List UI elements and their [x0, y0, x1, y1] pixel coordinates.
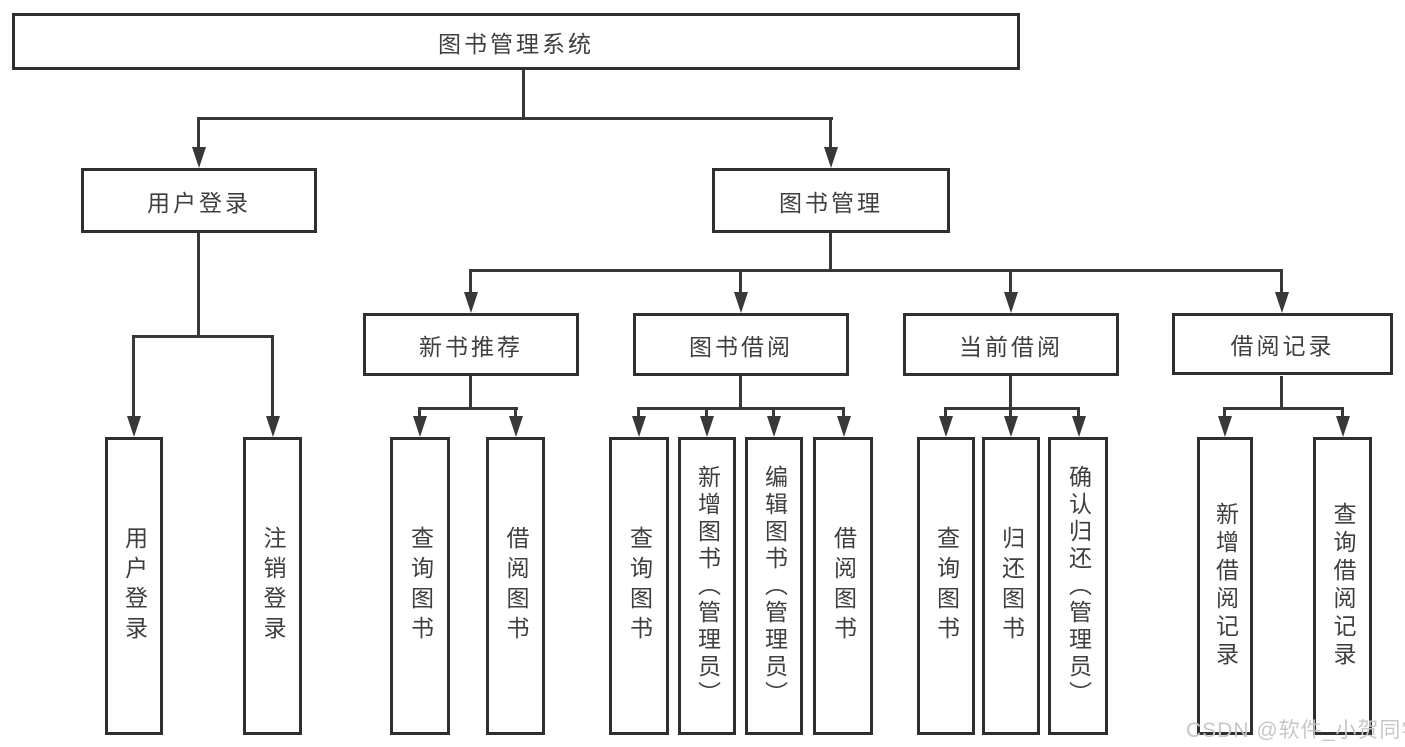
- leaf-borrow-books-borrow: 借阅图书: [813, 437, 873, 735]
- leaf-query-books-current-label: 查询图书: [933, 526, 960, 646]
- connector-leaf-shaft: [637, 407, 640, 419]
- connector-user-login-stem: [197, 233, 200, 337]
- connector-user-splitter: [132, 335, 274, 338]
- arrow-to-leaf-query-books-current: [939, 416, 953, 437]
- arrow-to-leaf-add-borrow-record: [1218, 416, 1232, 437]
- leaf-user-login: 用户登录: [105, 437, 163, 735]
- connector-level1-splitter: [197, 117, 833, 120]
- leaf-add-book-admin: 新增图书（管理员）: [678, 437, 736, 735]
- node-current-borrow: 当前借阅: [903, 313, 1119, 376]
- node-user-login: 用户登录: [81, 168, 317, 233]
- leaf-user-login-label: 用户登录: [121, 526, 148, 646]
- leaf-query-books-current: 查询图书: [917, 437, 975, 735]
- leaf-borrow-books-recommend: 借阅图书: [486, 437, 545, 735]
- arrow-to-leaf-query-books-recommend: [413, 416, 427, 437]
- arrow-to-leaf-add-book-admin: [700, 416, 714, 437]
- connector-leaf-shaft: [1077, 407, 1080, 419]
- connector-borrow-records-stem: [1280, 376, 1283, 410]
- connector-to-book-borrow-shaft: [739, 269, 742, 295]
- leaf-logout-label: 注销登录: [260, 526, 286, 646]
- connector-to-leaf-logout-shaft: [271, 335, 274, 419]
- leaf-query-books-recommend-label: 查询图书: [407, 526, 434, 646]
- leaf-return-book: 归还图书: [982, 437, 1040, 735]
- node-library-system: 图书管理系统: [12, 13, 1020, 70]
- arrow-to-book-borrow: [734, 292, 748, 313]
- connector-leaf-shaft: [1009, 407, 1012, 419]
- leaf-edit-book-admin: 编辑图书（管理员）: [745, 437, 803, 735]
- connector-book-management-stem: [829, 233, 832, 271]
- leaf-add-borrow-record: 新增借阅记录: [1197, 437, 1253, 735]
- arrow-to-leaf-query-books-borrow: [632, 416, 646, 437]
- arrow-to-leaf-user-login: [127, 416, 141, 437]
- arrow-to-recommend: [464, 292, 478, 313]
- connector-recommend-stem: [469, 376, 472, 410]
- arrow-to-borrow-records: [1275, 292, 1289, 313]
- leaf-add-book-admin-label: 新增图书（管理员）: [694, 464, 721, 708]
- node-new-book-recommend-label: 新书推荐: [419, 333, 523, 360]
- leaf-query-books-borrow: 查询图书: [609, 437, 669, 735]
- watermark: CSDN @软件_小贺同学: [1186, 719, 1405, 742]
- arrow-to-leaf-logout: [266, 416, 280, 437]
- connector-root-stem: [522, 70, 525, 119]
- node-user-login-label: 用户登录: [147, 189, 251, 216]
- connector-leaf-shaft: [705, 407, 708, 419]
- connector-to-book-management-shaft: [829, 117, 832, 150]
- arrow-to-leaf-borrow-books-recommend: [509, 416, 523, 437]
- node-book-borrow-label: 图书借阅: [689, 333, 793, 360]
- leaf-add-borrow-record-label: 新增借阅记录: [1212, 502, 1239, 670]
- connector-to-borrow-records-shaft: [1280, 269, 1283, 295]
- arrow-to-leaf-return-book: [1004, 416, 1018, 437]
- leaf-return-book-label: 归还图书: [998, 526, 1025, 646]
- connector-leaf-shaft: [514, 407, 517, 419]
- connector-leaf-shaft: [842, 407, 845, 419]
- connector-borrow-records-splitter: [1223, 407, 1344, 410]
- connector-to-recommend-shaft: [469, 269, 472, 295]
- connector-book-borrow-splitter: [637, 407, 845, 410]
- node-current-borrow-label: 当前借阅: [959, 333, 1063, 360]
- leaf-query-borrow-record: 查询借阅记录: [1313, 437, 1372, 735]
- connector-current-borrow-splitter: [944, 407, 1080, 410]
- connector-leaf-shaft: [1341, 407, 1344, 419]
- node-borrow-records: 借阅记录: [1172, 313, 1393, 375]
- leaf-edit-book-admin-label: 编辑图书（管理员）: [761, 464, 788, 708]
- connector-book-borrow-stem: [739, 376, 742, 410]
- leaf-query-borrow-record-label: 查询借阅记录: [1330, 502, 1356, 670]
- arrow-to-leaf-edit-book-admin: [767, 416, 781, 437]
- connector-leaf-shaft: [944, 407, 947, 419]
- connector-leaf-shaft: [772, 407, 775, 419]
- connector-to-user-login-shaft: [197, 117, 200, 150]
- leaf-borrow-books-borrow-label: 借阅图书: [830, 526, 857, 646]
- node-book-borrow: 图书借阅: [633, 313, 849, 376]
- connector-to-leaf-user-login-shaft: [132, 335, 135, 419]
- arrow-to-leaf-query-borrow-record: [1336, 416, 1350, 437]
- arrow-to-user-login: [192, 147, 206, 168]
- connector-level3-splitter: [469, 269, 1283, 272]
- arrow-to-book-management: [824, 147, 838, 168]
- leaf-confirm-return-admin-label: 确认归还（管理员）: [1065, 464, 1092, 708]
- arrow-to-leaf-confirm-return-admin: [1072, 416, 1086, 437]
- leaf-borrow-books-recommend-label: 借阅图书: [503, 526, 529, 646]
- leaf-confirm-return-admin: 确认归还（管理员）: [1048, 437, 1108, 735]
- leaf-logout: 注销登录: [243, 437, 302, 735]
- connector-leaf-shaft: [418, 407, 421, 419]
- connector-leaf-shaft: [1223, 407, 1226, 419]
- arrow-to-leaf-borrow-books-borrow: [837, 416, 851, 437]
- connector-recommend-splitter: [418, 407, 518, 410]
- node-book-management-label: 图书管理: [779, 189, 883, 216]
- leaf-query-books-recommend: 查询图书: [390, 437, 450, 735]
- leaf-query-books-borrow-label: 查询图书: [626, 526, 653, 646]
- arrow-to-current-borrow: [1004, 292, 1018, 313]
- node-borrow-records-label: 借阅记录: [1230, 333, 1335, 359]
- node-book-management: 图书管理: [712, 168, 950, 233]
- node-library-system-label: 图书管理系统: [438, 30, 594, 57]
- connector-current-borrow-stem: [1009, 376, 1012, 410]
- connector-to-current-borrow-shaft: [1009, 269, 1012, 295]
- node-new-book-recommend: 新书推荐: [363, 313, 579, 376]
